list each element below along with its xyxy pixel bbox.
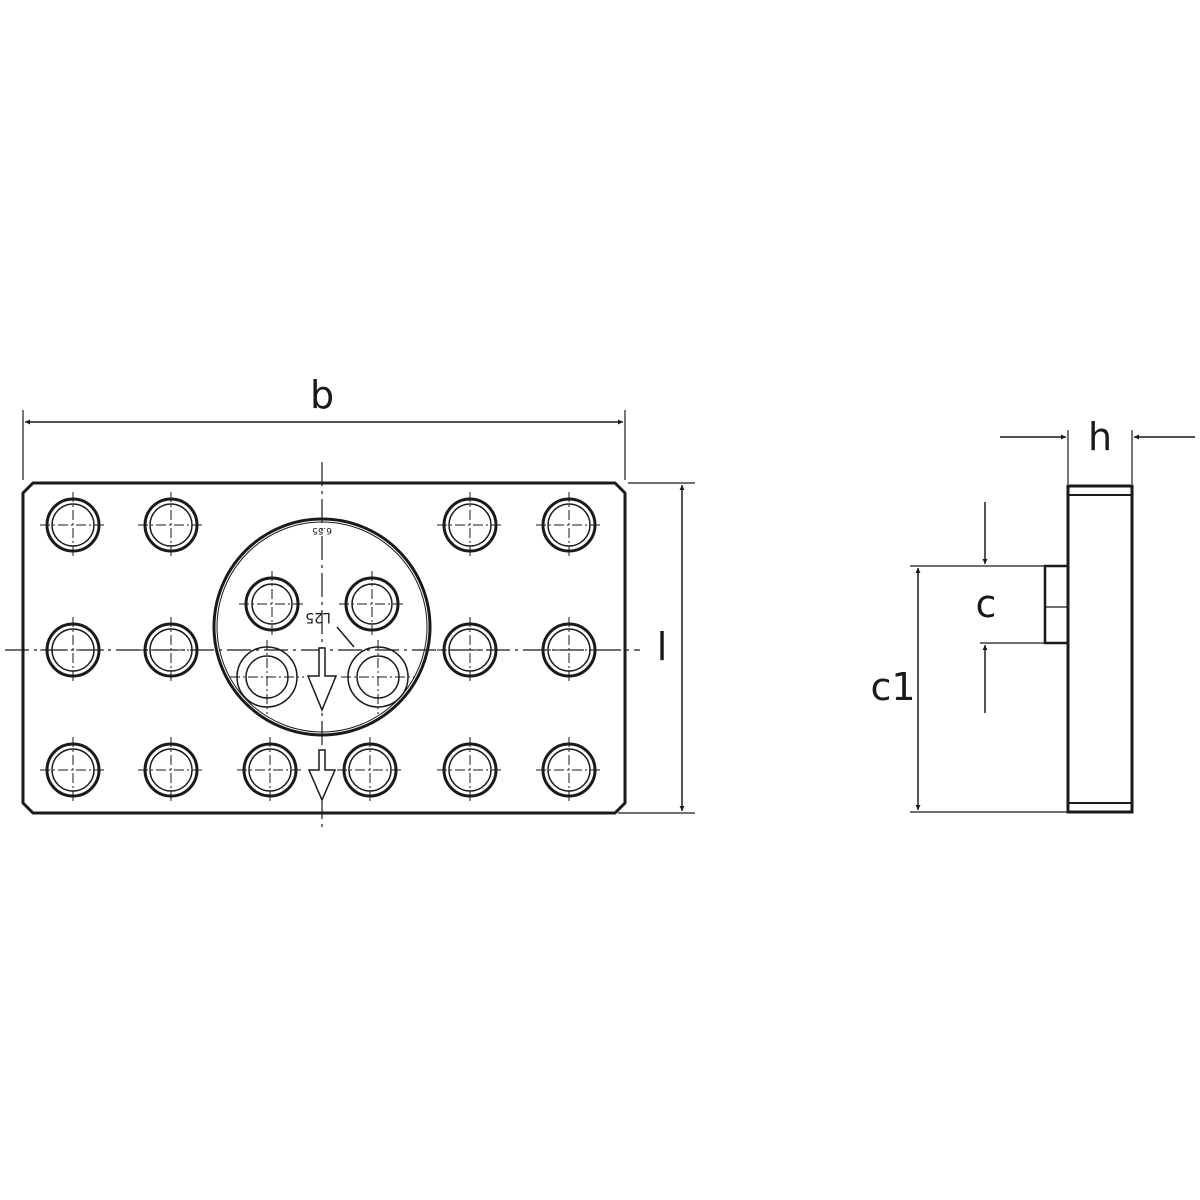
mounting-holes — [40, 492, 602, 803]
side-view-plate — [1066, 484, 1134, 814]
label-c1: c1 — [870, 665, 915, 709]
label-h: h — [1088, 415, 1112, 459]
side-view-boss — [1043, 564, 1070, 645]
label-c: c — [976, 582, 997, 626]
plate-outline — [21, 481, 627, 815]
label-b: b — [310, 373, 334, 417]
direction-arrow-icon — [306, 647, 338, 802]
clamping-disc — [212, 517, 432, 737]
label-l: l — [657, 625, 668, 669]
engraving-angle: L25 — [305, 609, 331, 625]
engraving-code: 6.55 — [312, 525, 332, 535]
